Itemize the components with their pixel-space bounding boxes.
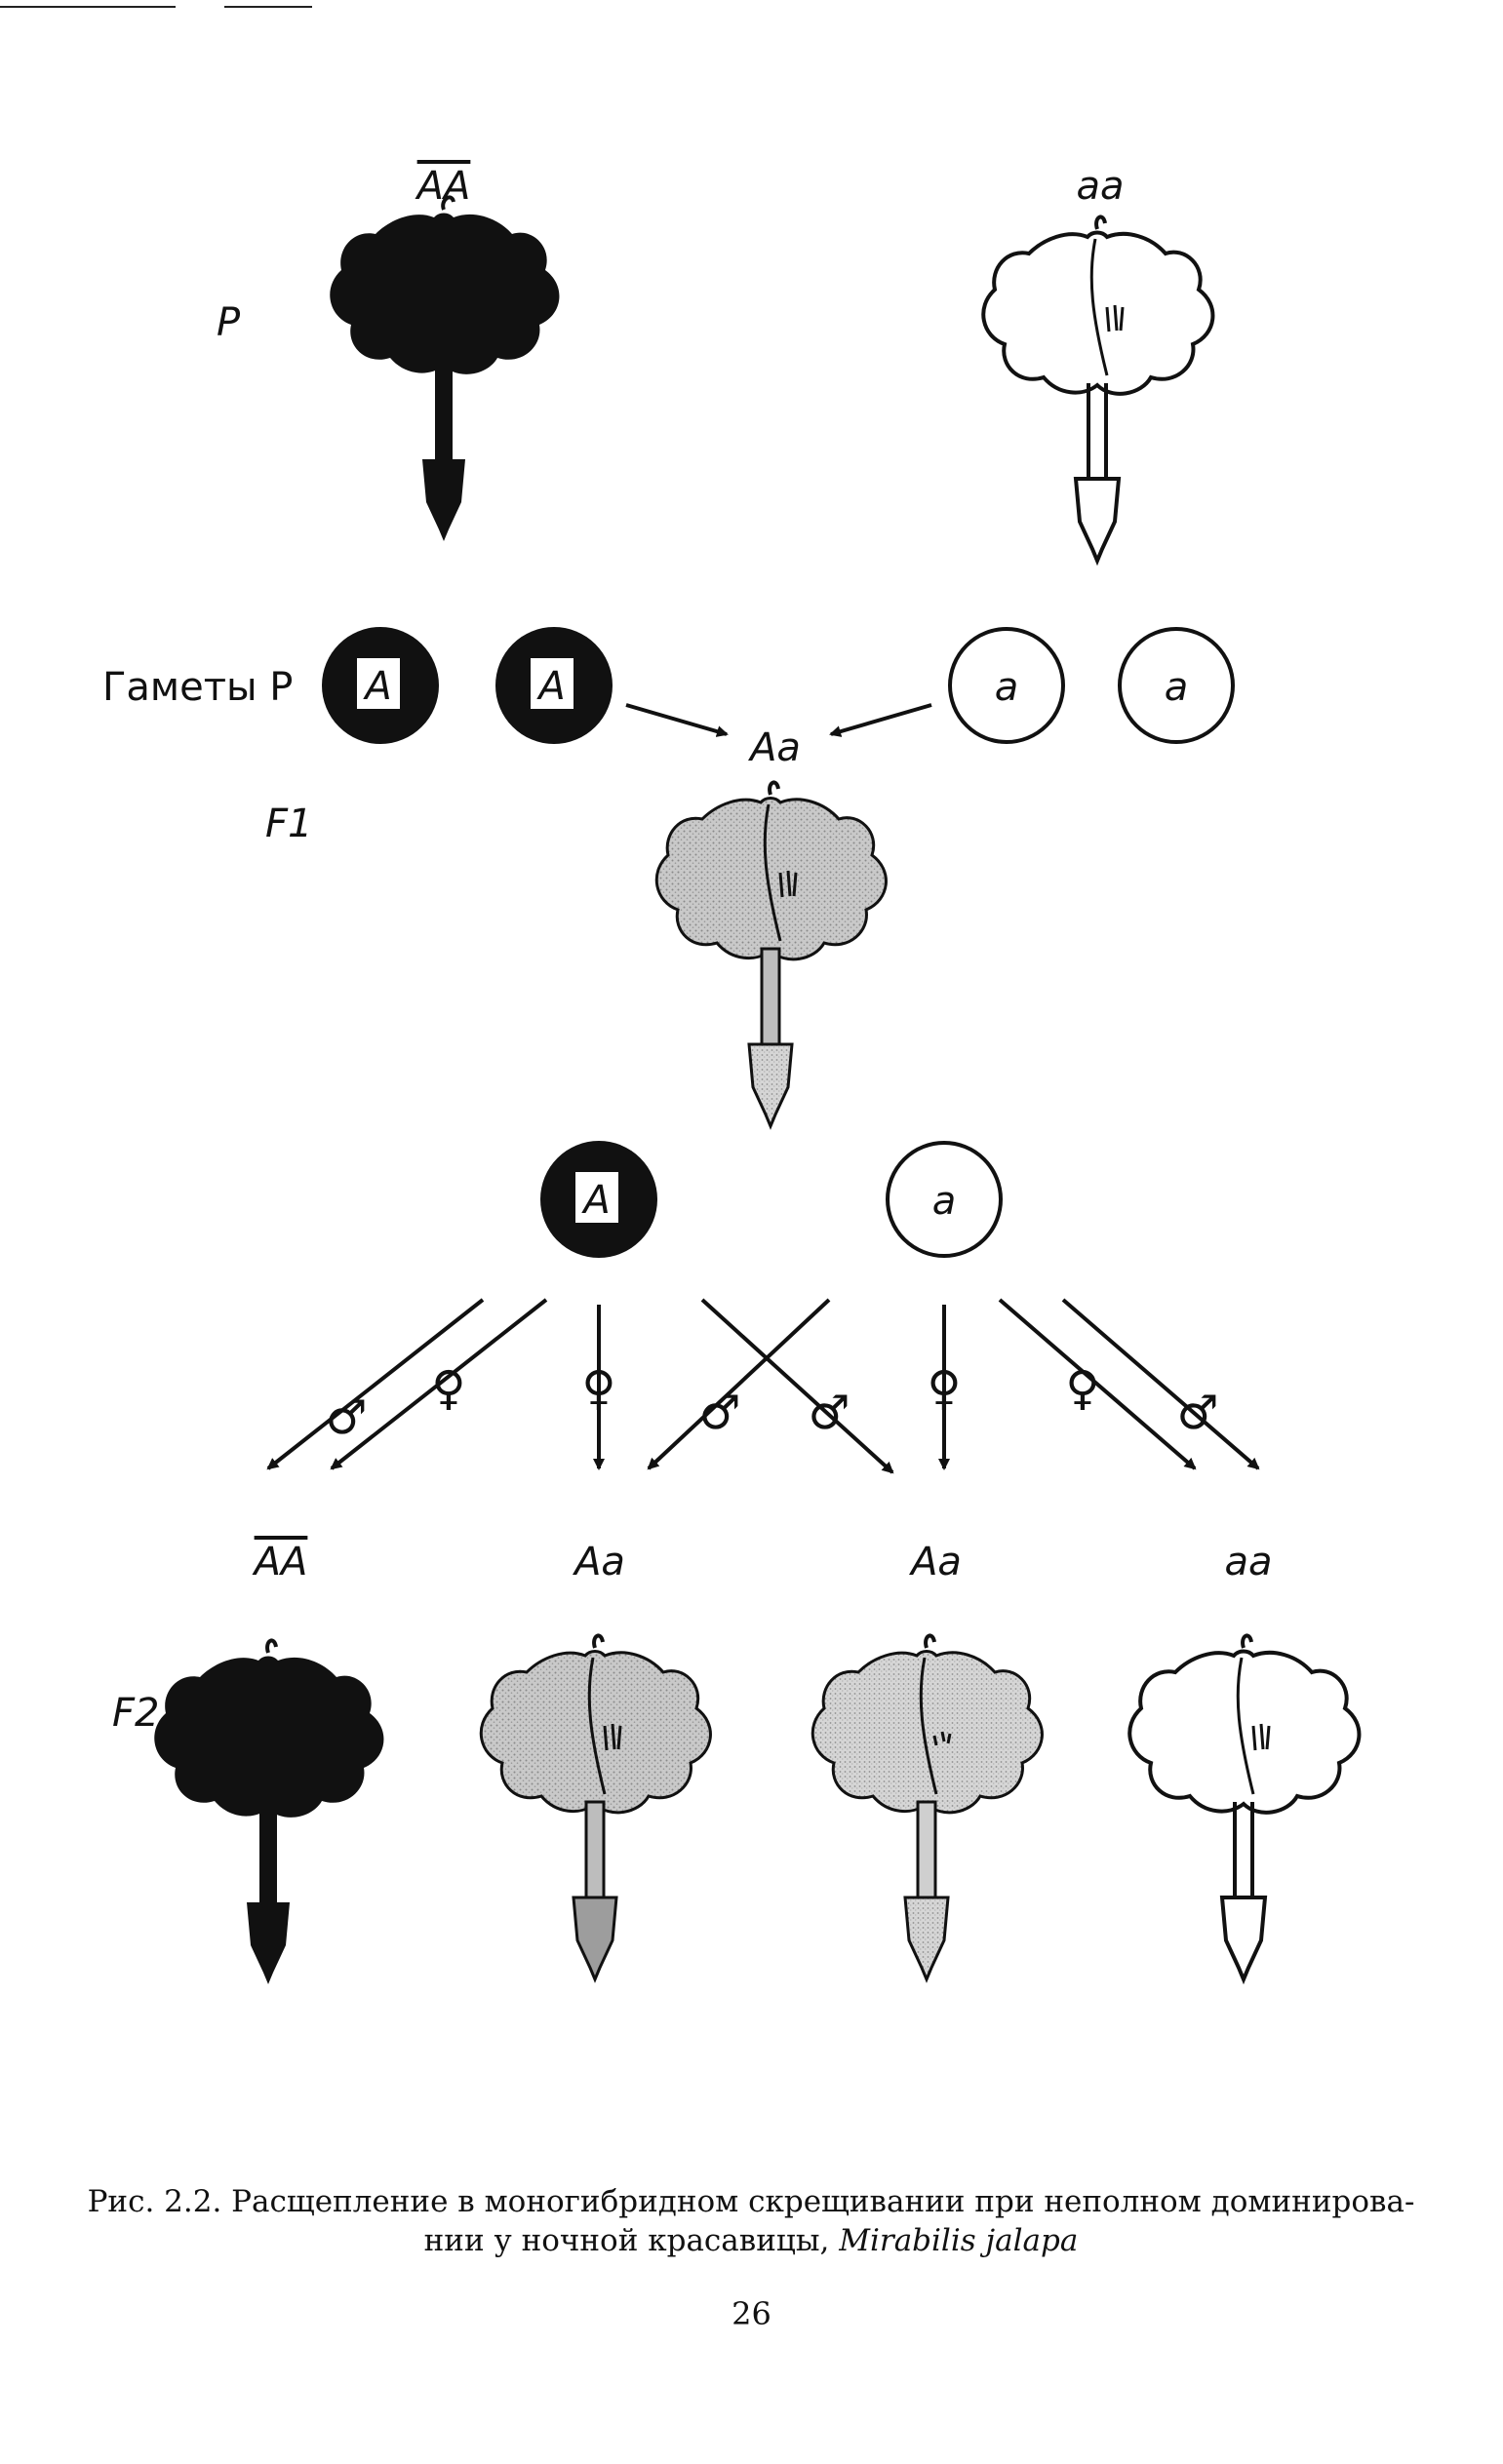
f2-row-label: F2 xyxy=(112,1691,159,1736)
figure-caption: Рис. 2.2. Расщепление в моногибридном ск… xyxy=(68,2182,1434,2260)
top-rule-right xyxy=(224,6,312,8)
f2-genotype-1: AA xyxy=(252,1540,308,1584)
parent-flower-dominant xyxy=(330,195,560,541)
f2-genotype-3: Aa xyxy=(908,1540,962,1584)
f2-genotype-4: aa xyxy=(1224,1540,1272,1584)
gamete-p-recessive-1: a xyxy=(948,627,1065,744)
gamete-f1-recessive: a xyxy=(886,1141,1003,1258)
f1-flower-intermediate xyxy=(654,780,888,1130)
female-symbol: ♀ xyxy=(927,1361,961,1416)
parent-flower-recessive xyxy=(981,215,1215,563)
svg-text:a: a xyxy=(995,665,1019,710)
male-symbol: ♂ xyxy=(808,1386,850,1440)
arrow-gametes-to-f1-right xyxy=(829,703,932,737)
sex-symbols: ♂ ♀ ♀ ♂ ♂ ♀ ♀ ♂ xyxy=(325,1361,1218,1445)
caption-line-2-text: нии у ночной красавицы, xyxy=(423,2223,830,2258)
parent-genotype-recessive: aa xyxy=(1076,164,1124,209)
male-symbol: ♂ xyxy=(698,1386,740,1440)
caption-species: Mirabilis jalapa xyxy=(829,2223,1079,2258)
svg-text:A: A xyxy=(580,1178,610,1223)
gamete-f1-dominant: A xyxy=(540,1141,657,1258)
cross-lines xyxy=(266,1298,1260,1474)
svg-text:A: A xyxy=(535,664,565,709)
svg-text:a: a xyxy=(1165,665,1189,710)
f2-genotype-2: Aa xyxy=(572,1540,625,1584)
f2-flower-dominant xyxy=(154,1638,384,1984)
gamete-p-dominant-1: A xyxy=(322,627,439,744)
male-symbol: ♂ xyxy=(1176,1386,1218,1440)
parent-genotype-dominant: AA xyxy=(415,164,471,209)
f2-flower-intermediate-1 xyxy=(479,1633,712,1983)
gametes-row-label: Гаметы P xyxy=(102,665,293,710)
page-number: 26 xyxy=(732,2295,771,2332)
female-symbol: ♀ xyxy=(581,1361,615,1416)
gamete-p-dominant-2: A xyxy=(495,627,613,744)
f2-flower-recessive xyxy=(1127,1633,1362,1981)
caption-line-1: Рис. 2.2. Расщепление в моногибридном ск… xyxy=(87,2184,1415,2219)
f2-flower-intermediate-2 xyxy=(811,1633,1044,1983)
arrow-gametes-to-f1-left xyxy=(625,703,729,737)
gamete-p-recessive-2: a xyxy=(1118,627,1235,744)
f1-genotype: Aa xyxy=(747,725,801,770)
top-rule-left xyxy=(0,6,176,8)
svg-text:A: A xyxy=(362,664,391,709)
p-row-label: P xyxy=(217,300,241,345)
svg-text:a: a xyxy=(932,1179,957,1224)
caption-line-2: нии у ночной красавицы, Mirabilis jalapa xyxy=(68,2221,1434,2260)
female-symbol: ♀ xyxy=(1065,1361,1099,1416)
male-symbol: ♂ xyxy=(325,1390,367,1445)
f1-row-label: F1 xyxy=(265,802,312,846)
female-symbol: ♀ xyxy=(431,1361,465,1416)
